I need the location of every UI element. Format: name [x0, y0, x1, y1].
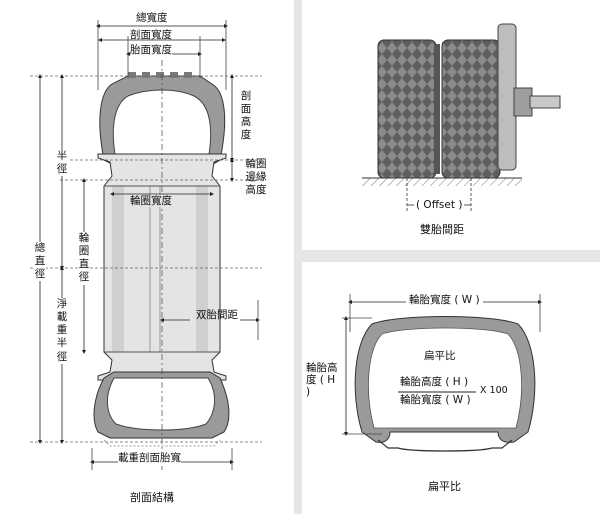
overall-diameter-label: 總直徑 [34, 242, 46, 282]
axle [529, 95, 561, 109]
cross-section-drawing [30, 20, 262, 470]
overall-width-label: 總寬度 [136, 12, 168, 24]
aspect-ratio-drawing [342, 294, 542, 452]
dual-tires-panel: ( Offset ) 雙胎間距 [302, 0, 600, 250]
horizontal-divider [302, 250, 600, 262]
ratio-denominator: 輪胎寬度 ( W ) [400, 394, 471, 406]
section-height-label: 剖面高度 [240, 90, 252, 142]
cross-section-panel: 總寬度 剖面寬度 胎面寬度 剖面高度 輪圈邊緣高度 輪圈寬度 半徑 總直徑 輪圈… [0, 0, 294, 514]
cross-section-caption: 剖面結構 [130, 491, 174, 504]
aspect-ratio-panel: 輪胎寬度 ( W ) 輪胎高度 ( H ) 扁平比 輪胎高度 ( H ) 輪胎寬… [302, 262, 600, 514]
right-tire [441, 39, 501, 179]
ground [362, 178, 522, 186]
rim-profile [377, 439, 513, 452]
ratio-multiplier: X 100 [480, 385, 508, 396]
tire-height-label: 輪胎高度 ( H ) [306, 362, 342, 399]
section-width-label: 剖面寬度 [130, 29, 172, 41]
loaded-section-width-label: 載重剖面胎寬 [118, 452, 181, 465]
tread-width-label: 胎面寬度 [130, 44, 172, 57]
ratio-numerator: 輪胎高度 ( H ) [400, 376, 469, 388]
rim-width-label: 輪圈寬度 [130, 195, 172, 208]
tire-width-label: 輪胎寬度 ( W ) [406, 294, 483, 307]
aspect-ratio-caption: 扁平比 [428, 480, 461, 493]
ratio-title: 扁平比 [424, 350, 456, 362]
rim-flange-height-label: 輪圈邊緣高度 [245, 158, 267, 197]
vertical-divider [294, 0, 302, 514]
lower-tread [103, 439, 221, 447]
loaded-radius-label: 淨載重半徑 [56, 298, 68, 364]
left-tire [377, 39, 437, 179]
upper-tread [128, 72, 192, 78]
dual-spacing-label: 双胎間距 [196, 309, 238, 321]
offset-label: ( Offset ) [414, 199, 465, 212]
radius-label: 半徑 [56, 150, 68, 177]
hub-disc [497, 23, 517, 171]
dual-tires-caption: 雙胎間距 [420, 223, 464, 236]
dual-tires-drawing [362, 23, 561, 212]
rim-diameter-label: 輪圈直徑 [78, 232, 90, 285]
